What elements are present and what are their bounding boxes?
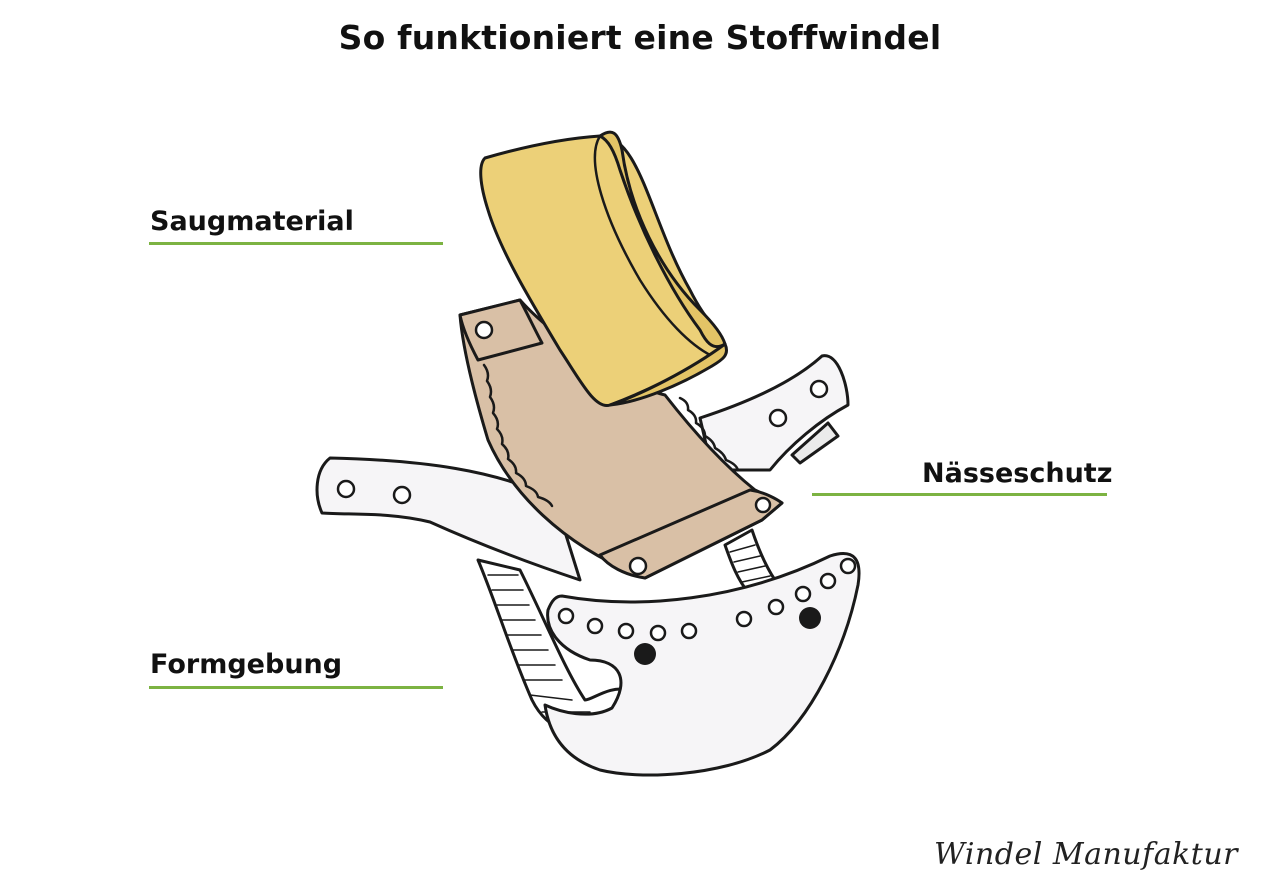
snap-icon	[809, 379, 829, 399]
label-rule-formgebung	[149, 686, 443, 689]
dark-snaps	[634, 607, 821, 665]
label-saugmaterial: Saugmaterial	[150, 206, 354, 237]
snap-icon	[617, 622, 635, 640]
snap-icon	[819, 572, 837, 590]
snap-icon	[735, 610, 753, 628]
snap-icon	[557, 607, 575, 625]
snap-icon	[794, 585, 812, 603]
label-rule-naesseschutz	[812, 493, 1107, 496]
label-formgebung: Formgebung	[150, 649, 343, 680]
snap-row	[336, 379, 857, 642]
label-naesseschutz: Nässeschutz	[922, 458, 1113, 489]
snap-icon	[586, 617, 604, 635]
snap-icon	[754, 496, 772, 514]
snap-icon	[649, 624, 667, 642]
snap-icon	[768, 408, 788, 428]
brand-logo: Windel Manufaktur	[934, 837, 1238, 872]
snap-icon	[839, 557, 857, 575]
snap-icon	[628, 556, 648, 576]
moisture-barrier-layer	[458, 298, 784, 580]
snap-icon	[680, 622, 698, 640]
snap-icon	[336, 479, 356, 499]
snap-icon	[392, 485, 412, 505]
label-rule-saugmaterial	[149, 242, 443, 245]
absorbent-pad	[479, 130, 728, 407]
page-title: So funktioniert eine Stoffwindel	[338, 18, 942, 57]
right-leg-elastic-ribs	[729, 544, 771, 583]
snap-icon	[767, 598, 785, 616]
snap-icon	[474, 320, 494, 340]
